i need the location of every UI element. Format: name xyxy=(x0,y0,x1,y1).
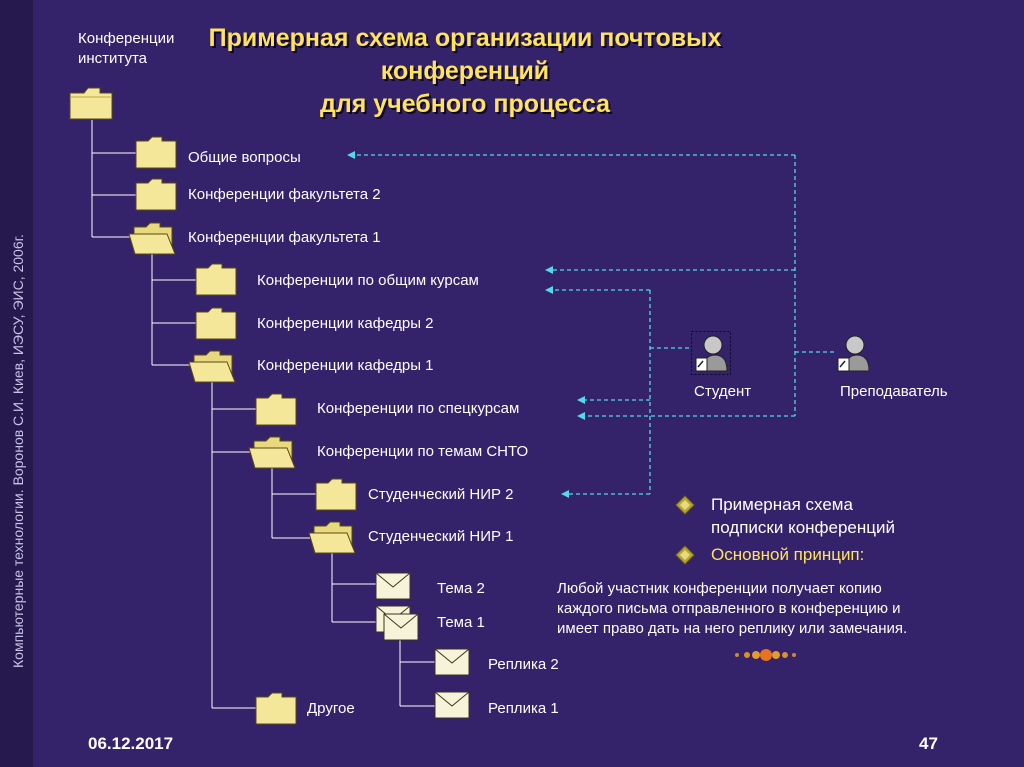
root-folder-icon xyxy=(69,87,113,120)
label-special-courses: Конференции по спецкурсам xyxy=(317,400,520,417)
tree-line-department-1 xyxy=(211,380,256,709)
label-research-1: Студенческий НИР 1 xyxy=(368,528,514,545)
principle-line-2: каждого письма отправленного в конференц… xyxy=(557,600,901,617)
open-folder-icon-faculty-1 xyxy=(128,222,176,255)
root-label-line-2: института xyxy=(78,50,147,67)
bullet-1-line-1: Примерная схема xyxy=(711,495,853,514)
title-line-1: Примерная схема организации почтовых xyxy=(208,24,722,52)
folder-icon-faculty-2 xyxy=(135,178,177,211)
title-line-2: конференций xyxy=(380,57,550,85)
root-label-line-1: Конференции xyxy=(78,30,175,47)
page-number: 47 xyxy=(919,734,938,753)
label-faculty-2: Конференции факультета 2 xyxy=(188,186,381,203)
open-folder-icon-snto xyxy=(248,436,296,469)
label-student: Студент xyxy=(694,383,752,400)
bullet-2-heading: Основной принцип: xyxy=(711,545,865,564)
label-other: Другое xyxy=(307,700,355,717)
label-topic-1: Тема 1 xyxy=(437,614,485,631)
tree-line-root xyxy=(91,120,136,238)
tree-line-topic-1 xyxy=(399,640,436,707)
student-icon xyxy=(691,331,731,375)
principle-line-3: имеет право дать на него реплику или зам… xyxy=(557,620,908,637)
tree-line-faculty-1 xyxy=(151,252,196,366)
label-general-courses: Конференции по общим курсам xyxy=(257,272,479,289)
folder-icon-general-courses xyxy=(195,263,237,296)
label-topic-2: Тема 2 xyxy=(437,580,485,597)
envelope-icon-reply-2 xyxy=(434,648,470,676)
open-folder-icon-department-1 xyxy=(188,350,236,383)
label-snto-topics: Конференции по темам СНТО xyxy=(317,443,529,460)
tree-line-snto xyxy=(271,466,316,539)
folder-icon-general-questions xyxy=(135,136,177,169)
tree-line-research-1 xyxy=(331,552,378,623)
label-reply-2: Реплика 2 xyxy=(488,656,559,673)
label-department-1: Конференции кафедры 1 xyxy=(257,357,434,374)
footer-date: 06.12.2017 xyxy=(88,734,174,753)
teacher-icon xyxy=(837,335,870,372)
envelope-icon-topic-1 xyxy=(383,613,419,641)
envelope-icon-reply-1 xyxy=(434,691,470,719)
label-department-2: Конференции кафедры 2 xyxy=(257,315,434,332)
folder-icon-other xyxy=(255,692,297,725)
folder-icon-research-2 xyxy=(315,478,357,511)
decorative-beads-divider xyxy=(735,649,796,661)
label-faculty-1: Конференции факультета 1 xyxy=(188,229,381,246)
label-teacher: Преподаватель xyxy=(840,383,948,400)
open-folder-icon-research-1 xyxy=(308,521,356,554)
folder-icon-department-2 xyxy=(195,307,237,340)
side-bar: Компьютерные технологии. Воронов С.И. Ки… xyxy=(0,0,33,767)
title-line-3: для учебного процесса xyxy=(320,90,610,118)
principle-line-1: Любой участник конференции получает копи… xyxy=(557,580,882,597)
diamond-bullet-icon xyxy=(675,495,695,515)
label-research-2: Студенческий НИР 2 xyxy=(368,486,514,503)
label-general-questions: Общие вопросы xyxy=(188,149,301,166)
bullet-1-line-2: подписки конференций xyxy=(711,518,896,537)
envelope-icon-topic-2 xyxy=(375,572,411,600)
diamond-bullet-icon xyxy=(675,545,695,565)
folder-icon-special-courses xyxy=(255,393,297,426)
label-reply-1: Реплика 1 xyxy=(488,700,559,717)
slide-title: Примерная схема организации почтовых кон… xyxy=(185,22,745,121)
